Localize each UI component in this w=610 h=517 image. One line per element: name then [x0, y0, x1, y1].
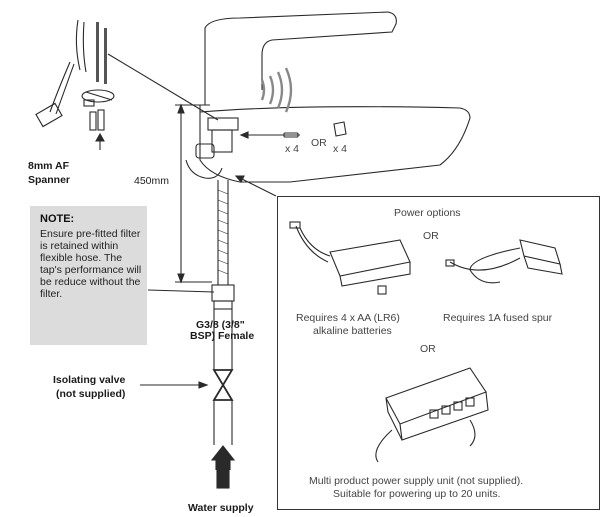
fused-spur-illustration — [445, 239, 563, 284]
height-label: 450mm — [134, 175, 170, 187]
thread-label-line1: G3/8 (3/8" — [196, 319, 245, 331]
note-box: NOTE: Ensure pre-fitted filter is retain… — [30, 206, 147, 345]
battery-caption-line1: Requires 4 x AA (LR6) — [296, 312, 400, 324]
note-body: Ensure pre-fitted filter is retained wit… — [40, 228, 142, 300]
multi-caption-line2: Suitable for powering up to 20 units. — [333, 488, 501, 500]
water-supply-arrow-icon — [210, 445, 236, 489]
spanner-label-line1: 8mm AF — [28, 160, 70, 172]
multi-caption-line1: Multi product power supply unit (not sup… — [309, 475, 524, 487]
flexible-hose — [211, 180, 235, 310]
power-options-box — [277, 196, 600, 510]
battery-pack-illustration — [289, 221, 411, 295]
or-small-label: OR — [311, 137, 327, 149]
spanner-label-line2: Spanner — [28, 174, 71, 186]
x4-right-label: x 4 — [333, 143, 348, 155]
spanner-illustration — [35, 19, 115, 131]
note-title: NOTE: — [40, 213, 75, 225]
isolating-valve-symbol — [212, 369, 234, 401]
thread-label-line2: BSP) Female — [190, 330, 255, 342]
battery-caption-line2: alkaline batteries — [313, 325, 392, 337]
valve-label-line1: Isolating valve — [53, 374, 126, 386]
spur-caption: Requires 1A fused spur — [443, 312, 553, 324]
power-options-title: Power options — [394, 207, 461, 219]
power-or-1: OR — [423, 230, 439, 242]
multi-psu-illustration — [375, 367, 489, 463]
valve-label-line2: (not supplied) — [56, 388, 126, 400]
power-or-2: OR — [420, 343, 436, 355]
tap-illustration — [185, 11, 471, 183]
coin-icon — [333, 121, 347, 137]
water-supply-label: Water supply — [188, 502, 254, 514]
x4-left-label: x 4 — [285, 143, 300, 155]
sensor-waves — [260, 67, 293, 113]
leader-spanner — [107, 53, 219, 121]
